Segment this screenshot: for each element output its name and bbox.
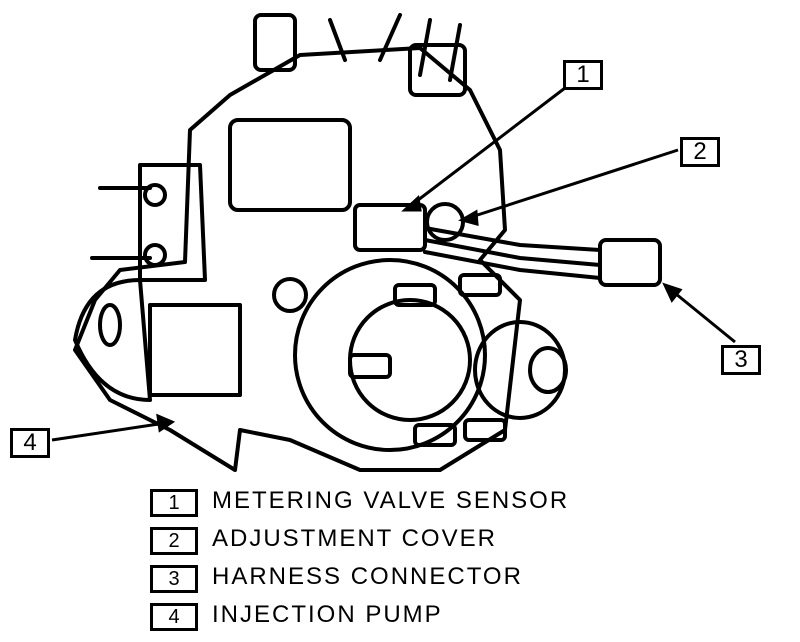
- leader-4-arrow: [156, 413, 176, 433]
- top-fitting-left: [253, 13, 297, 72]
- legend-label: ADJUSTMENT COVER: [212, 525, 497, 552]
- callout-4: 4: [10, 428, 50, 458]
- leader-2: [461, 148, 679, 222]
- left-bolt-upper: [143, 183, 167, 207]
- legend-number: 1: [168, 491, 180, 514]
- callout-2: 2: [680, 137, 720, 167]
- mounting-ear: [73, 278, 152, 402]
- legend-number-box: 3: [150, 565, 198, 593]
- body-bolt: [272, 277, 308, 313]
- metering-sensor-block: [353, 203, 427, 252]
- flange-stud-3: [413, 423, 457, 447]
- legend-item: 4 INJECTION PUMP: [150, 599, 670, 637]
- callout-4-number: 4: [23, 429, 37, 456]
- legend-number: 3: [168, 567, 180, 590]
- legend-item: 1 METERING VALVE SENSOR: [150, 485, 670, 523]
- front-flange-outer: [293, 258, 487, 452]
- harness-connector-body: [598, 238, 662, 287]
- mounting-ear-slot: [98, 303, 122, 347]
- adjustment-cover-cap: [425, 202, 465, 242]
- flange-stud-5: [458, 273, 502, 297]
- flange-stud-4: [463, 418, 507, 442]
- callout-3-number: 3: [734, 346, 748, 373]
- leader-4: [51, 420, 173, 442]
- legend: 1 METERING VALVE SENSOR 2 ADJUSTMENT COV…: [150, 485, 670, 637]
- legend-item: 2 ADJUSTMENT COVER: [150, 523, 670, 561]
- front-flange-inner: [348, 298, 472, 422]
- legend-number-box: 4: [150, 603, 198, 631]
- left-bolt-lower: [143, 243, 167, 267]
- legend-number: 4: [168, 605, 180, 628]
- legend-label: HARNESS CONNECTOR: [212, 563, 523, 590]
- drive-hub: [473, 320, 567, 420]
- drive-hub-bore: [528, 346, 568, 394]
- flange-stud-1: [393, 283, 437, 307]
- flange-stud-2: [348, 353, 392, 379]
- legend-number-box: 1: [150, 489, 198, 517]
- left-bracket: [138, 163, 207, 282]
- callout-1-number: 1: [576, 61, 590, 88]
- callout-1: 1: [563, 60, 603, 90]
- leader-1-arrow: [401, 195, 422, 212]
- leader-1: [404, 86, 566, 212]
- harness-wires: [423, 226, 602, 280]
- callout-2-number: 2: [693, 138, 707, 165]
- legend-label: INJECTION PUMP: [212, 601, 443, 628]
- callout-3: 3: [721, 345, 761, 375]
- leader-3-arrow: [662, 282, 683, 303]
- center-block: [228, 118, 352, 212]
- legend-number: 2: [168, 529, 180, 552]
- lower-cylinder: [148, 303, 242, 397]
- top-fitting-right: [408, 43, 467, 97]
- legend-item: 3 HARNESS CONNECTOR: [150, 561, 670, 599]
- top-wires: [328, 13, 462, 82]
- legend-label: METERING VALVE SENSOR: [212, 487, 570, 514]
- leader-2-arrow: [458, 209, 479, 226]
- legend-number-box: 2: [150, 527, 198, 555]
